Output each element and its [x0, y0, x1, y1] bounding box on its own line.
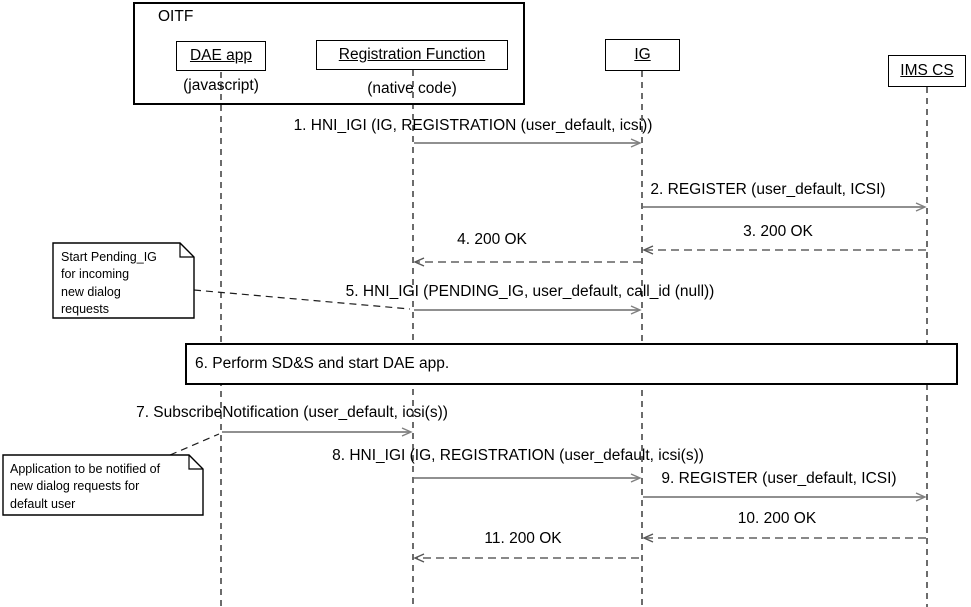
message-10-label: 10. 200 OK [737, 510, 817, 527]
participant-registration-function-label: Registration Function [338, 46, 486, 63]
participant-dae-app: DAE app [176, 41, 266, 71]
message-4-label: 4. 200 OK [457, 231, 527, 248]
participant-registration-function: Registration Function [316, 40, 508, 70]
participant-registration-function-type: (native code) [367, 80, 457, 97]
note-1-fold-icon [179, 243, 194, 258]
note-1-line-3: new dialog [61, 284, 121, 299]
note-1-connector [193, 289, 411, 310]
participant-dae-app-type: (javascript) [183, 77, 259, 94]
note-2-line-3: default user [10, 496, 76, 511]
note-1-shape [52, 242, 195, 319]
action-box-step-6: 6. Perform SD&S and start DAE app. [185, 343, 958, 385]
message-1-label: 1. HNI_IGI (IG, REGISTRATION (user_defau… [293, 117, 653, 134]
note-2-line-2: new dialog requests for [10, 479, 140, 494]
note-1-line-1: Start Pending_IG [61, 250, 157, 264]
message-11-label: 11. 200 OK [484, 530, 562, 547]
action-box-step-6-label: 6. Perform SD&S and start DAE app. [195, 355, 450, 372]
participant-ims-cs-label: IMS CS [900, 62, 954, 79]
participant-ig: IG [605, 39, 680, 71]
message-2-label: 2. REGISTER (user_default, ICSI) [650, 181, 886, 198]
note-1-line-2: for incoming [61, 267, 130, 282]
oitf-label: OITF [158, 8, 194, 25]
message-9-label: 9. REGISTER (user_default, ICSI) [661, 470, 897, 487]
note-2-shape [2, 454, 204, 516]
message-3-label: 3. 200 OK [743, 223, 813, 240]
note-1-text: Start Pending_IG for incoming new dialog… [61, 249, 157, 318]
participant-ims-cs: IMS CS [888, 55, 966, 87]
note-1-line-4: requests [61, 301, 109, 316]
participant-ig-label: IG [634, 46, 651, 63]
note-2-line-1: Application to be notified of [10, 462, 161, 476]
note-2-connector [169, 433, 220, 456]
oitf-frame [133, 2, 525, 105]
note-2-fold-icon [188, 455, 203, 470]
message-5-label: 5. HNI_IGI (PENDING_IG, user_default, ca… [345, 283, 715, 300]
participant-dae-app-label: DAE app [189, 47, 253, 64]
note-2-text: Application to be notified of new dialog… [10, 461, 160, 513]
message-7-label: 7. SubscribeNotification (user_default, … [136, 404, 448, 421]
message-8-label: 8. HNI_IGI (IG, REGISTRATION (user_defau… [332, 447, 704, 464]
